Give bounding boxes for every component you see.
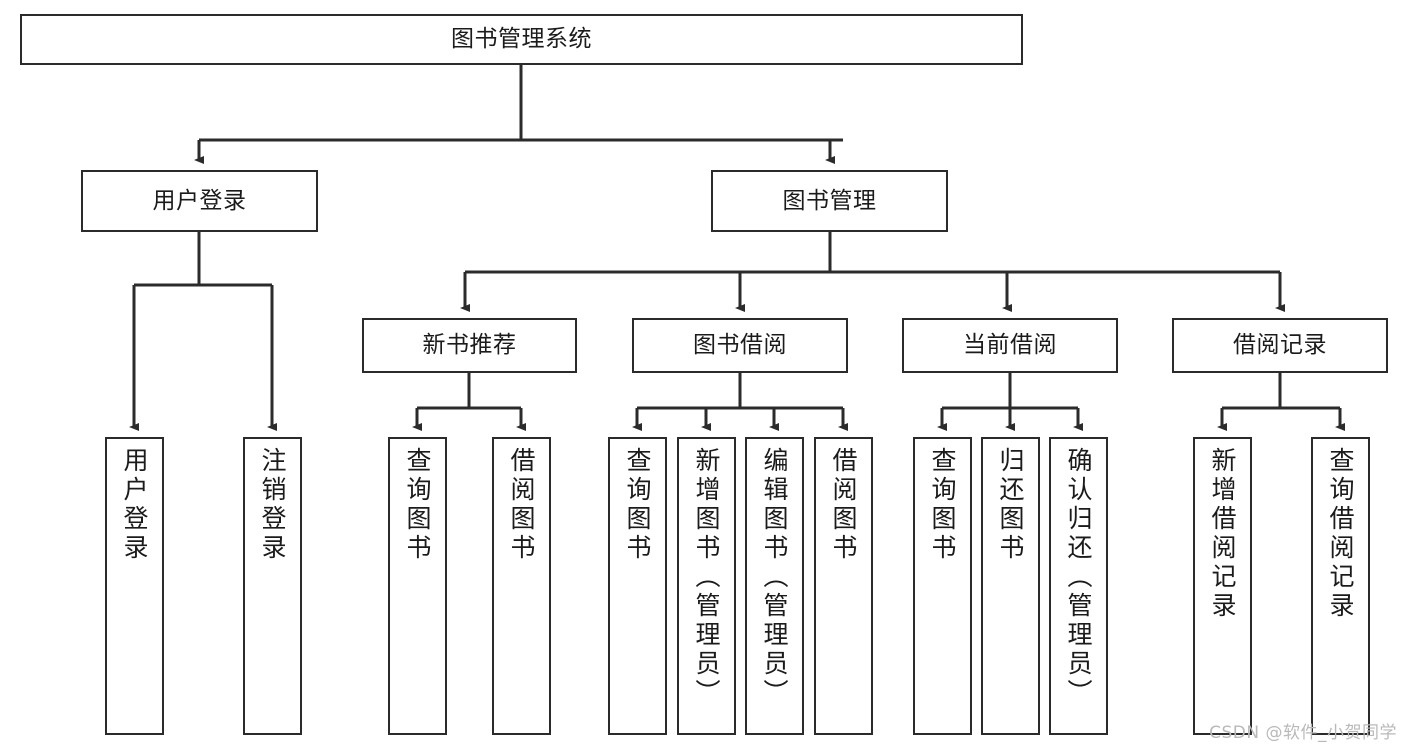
node-leaf-confirm-return[interactable]: 确认归还（管理员）: [1049, 437, 1108, 735]
node-leaf-query-book-3-label: 查询图书: [928, 447, 957, 563]
node-book-borrow-label: 图书借阅: [693, 332, 787, 359]
node-book-borrow[interactable]: 图书借阅: [632, 318, 848, 373]
node-new-book-recommend[interactable]: 新书推荐: [362, 318, 577, 373]
node-leaf-query-record[interactable]: 查询借阅记录: [1311, 437, 1370, 735]
node-root-label: 图书管理系统: [451, 26, 592, 53]
node-new-book-recommend-label: 新书推荐: [422, 332, 517, 359]
node-leaf-add-record-label: 新增借阅记录: [1208, 447, 1237, 621]
node-leaf-return-book[interactable]: 归还图书: [981, 437, 1040, 735]
node-leaf-edit-book-label: 编辑图书（管理员）: [760, 447, 789, 708]
node-leaf-add-book-label: 新增图书（管理员）: [692, 447, 721, 708]
node-root-book-management-system[interactable]: 图书管理系统: [20, 14, 1023, 65]
node-book-manage[interactable]: 图书管理: [711, 170, 948, 232]
node-leaf-logout[interactable]: 注销登录: [243, 437, 302, 735]
node-borrow-record-label: 借阅记录: [1233, 332, 1327, 359]
node-user-login-label: 用户登录: [152, 187, 247, 214]
node-leaf-logout-label: 注销登录: [258, 447, 287, 563]
node-leaf-query-record-label: 查询借阅记录: [1326, 447, 1355, 621]
node-current-borrow-label: 当前借阅: [963, 332, 1057, 359]
watermark-text: CSDN @软件_小贺同学: [1209, 723, 1397, 743]
node-leaf-query-book-1-label: 查询图书: [403, 447, 432, 563]
node-leaf-borrow-book-1[interactable]: 借阅图书: [492, 437, 551, 735]
node-leaf-query-book-1[interactable]: 查询图书: [388, 437, 447, 735]
node-current-borrow[interactable]: 当前借阅: [902, 318, 1118, 373]
node-leaf-query-book-2-label: 查询图书: [623, 447, 652, 563]
node-leaf-add-record[interactable]: 新增借阅记录: [1193, 437, 1252, 735]
node-leaf-user-login[interactable]: 用户登录: [105, 437, 164, 735]
node-leaf-borrow-book-2-label: 借阅图书: [829, 447, 858, 563]
node-leaf-query-book-2[interactable]: 查询图书: [608, 437, 667, 735]
node-leaf-borrow-book-2[interactable]: 借阅图书: [814, 437, 873, 735]
node-leaf-query-book-3[interactable]: 查询图书: [913, 437, 972, 735]
node-leaf-add-book[interactable]: 新增图书（管理员）: [677, 437, 736, 735]
node-borrow-record[interactable]: 借阅记录: [1172, 318, 1388, 373]
node-leaf-return-book-label: 归还图书: [996, 447, 1025, 563]
node-book-manage-label: 图书管理: [782, 187, 877, 214]
node-user-login[interactable]: 用户登录: [81, 170, 318, 232]
node-leaf-edit-book[interactable]: 编辑图书（管理员）: [745, 437, 804, 735]
node-leaf-confirm-return-label: 确认归还（管理员）: [1064, 447, 1093, 708]
node-leaf-user-login-label: 用户登录: [120, 447, 149, 563]
node-leaf-borrow-book-1-label: 借阅图书: [507, 447, 536, 563]
